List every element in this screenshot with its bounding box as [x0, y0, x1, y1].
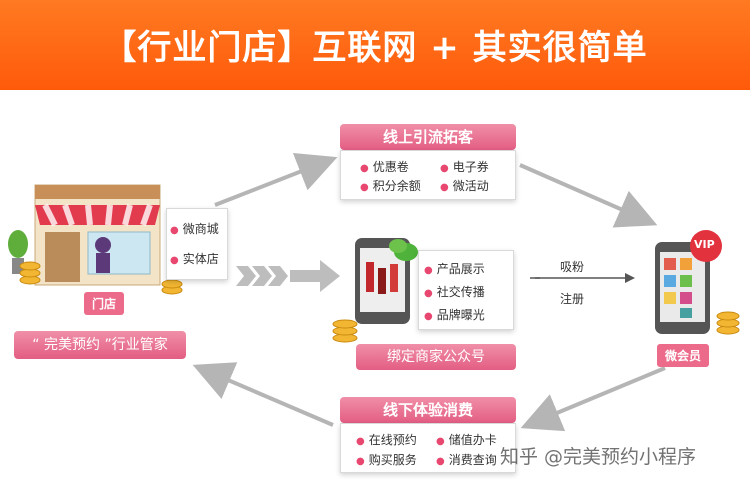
arrow-store-to-online [214, 153, 338, 207]
phone-item: ●产品展示 [424, 262, 485, 276]
title-banner: 【行业门店】互联网 + 其实很简单 [0, 0, 750, 90]
phone-item: ●品牌曝光 [424, 308, 485, 322]
member-label: 微会员 [657, 344, 710, 367]
offline-item: ●消费查询 [436, 453, 497, 467]
online-box [340, 150, 516, 200]
chevron-arrow-icon [236, 260, 340, 292]
online-item: ●积分余额 [360, 179, 421, 193]
phone-center-icon [355, 238, 418, 324]
online-item: ●电子券 [440, 160, 489, 174]
online-item: ●优惠卷 [360, 160, 409, 174]
phone-caption: 绑定商家公众号 [356, 344, 516, 370]
banner-title: 【行业门店】互联网 + 其实很简单 [102, 28, 648, 68]
plant-icon [8, 230, 28, 274]
coins-icon [332, 319, 358, 343]
store-item: ●实体店 [170, 252, 219, 266]
flow-top-label: 吸粉 [560, 260, 585, 274]
store-label: 门店 [84, 292, 125, 315]
flow-bottom-label: 注册 [560, 292, 585, 306]
phone-item: ●社交传播 [424, 285, 485, 299]
vip-badge: VIP [694, 238, 715, 251]
coins-icon [716, 311, 740, 335]
coins-icon [19, 261, 183, 295]
offline-item: ●储值办卡 [436, 433, 497, 447]
watermark: 知乎 @完美预约小程序 [500, 446, 697, 468]
storefront-icon [34, 184, 161, 286]
offline-box [340, 423, 516, 473]
offline-item: ●在线预约 [356, 433, 417, 447]
offline-title: 线下体验消费 [340, 397, 516, 423]
store-items-box [166, 208, 228, 280]
offline-item: ●购买服务 [356, 453, 417, 467]
online-title: 线上引流拓客 [340, 124, 516, 150]
arrow-online-to-member [519, 163, 658, 228]
member-phone-icon [655, 230, 722, 334]
arrow-member-to-offline [520, 366, 666, 432]
phone-items-box [418, 250, 514, 330]
online-item: ●微活动 [440, 179, 489, 193]
slogan-banner: “ 完美预约 ”行业管家 [14, 331, 186, 359]
arrow-offline-to-store [192, 362, 334, 427]
store-item: ●微商城 [170, 222, 219, 236]
